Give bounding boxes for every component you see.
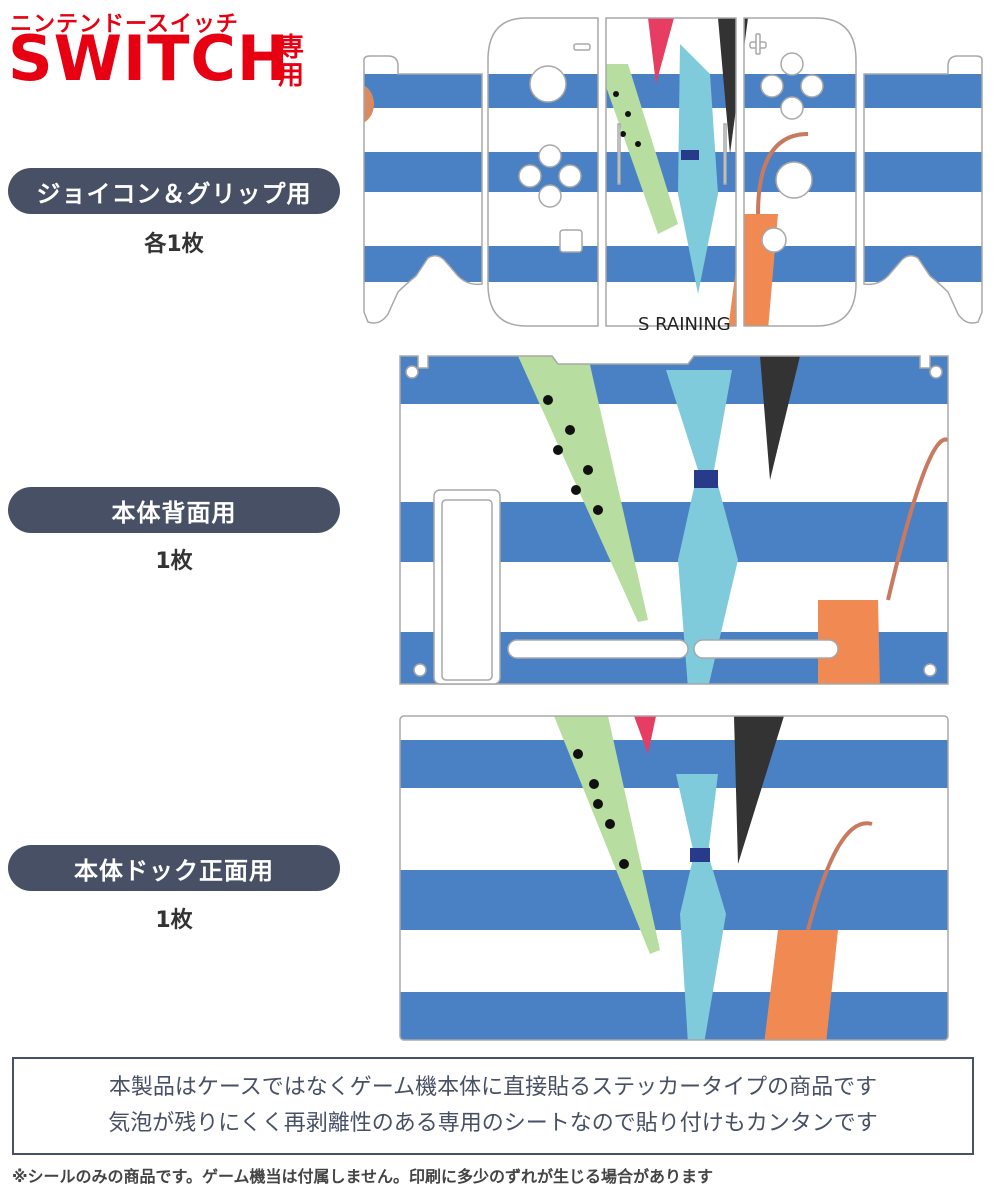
brand-kana-title: ニンテンドースイッチ: [10, 12, 239, 37]
section-label-joycon: ジョイコン＆グリップ用: [8, 168, 340, 214]
joycon-grip-sticker-art: S RAINING: [363, 17, 983, 330]
brand-suffix: 専 用: [276, 34, 306, 90]
brand-suffix-char-2: 用: [277, 61, 304, 91]
section-quantity-dock: 1枚: [155, 908, 193, 933]
notice-line-2: 気泡が残りにくく再剥離性のある専用のシートなので貼り付けもカンタンです: [108, 1111, 878, 1136]
section-label-back: 本体背面用: [8, 487, 340, 533]
notice-line-1: 本製品はケースではなくゲーム機本体に直接貼るステッカータイプの商品です: [108, 1075, 878, 1100]
design-partial-text: S RAINING: [638, 314, 731, 330]
brand-main-title: SWITCH: [8, 22, 290, 95]
section-label-dock: 本体ドック正面用: [8, 845, 340, 891]
section-quantity-joycon: 各1枚: [144, 232, 204, 257]
product-notice-box: 本製品はケースではなくゲーム機本体に直接貼るステッカータイプの商品です 気泡が残…: [12, 1057, 974, 1155]
console-back-sticker-art: [399, 355, 949, 685]
dock-front-sticker-art: [399, 715, 949, 1041]
brand-suffix-char-1: 専: [277, 33, 304, 63]
footnote-text: ※シールのみの商品です。ゲーム機当は付属しません。印刷に多少のずれが生じる場合が…: [12, 1167, 713, 1186]
section-quantity-back: 1枚: [155, 549, 193, 574]
